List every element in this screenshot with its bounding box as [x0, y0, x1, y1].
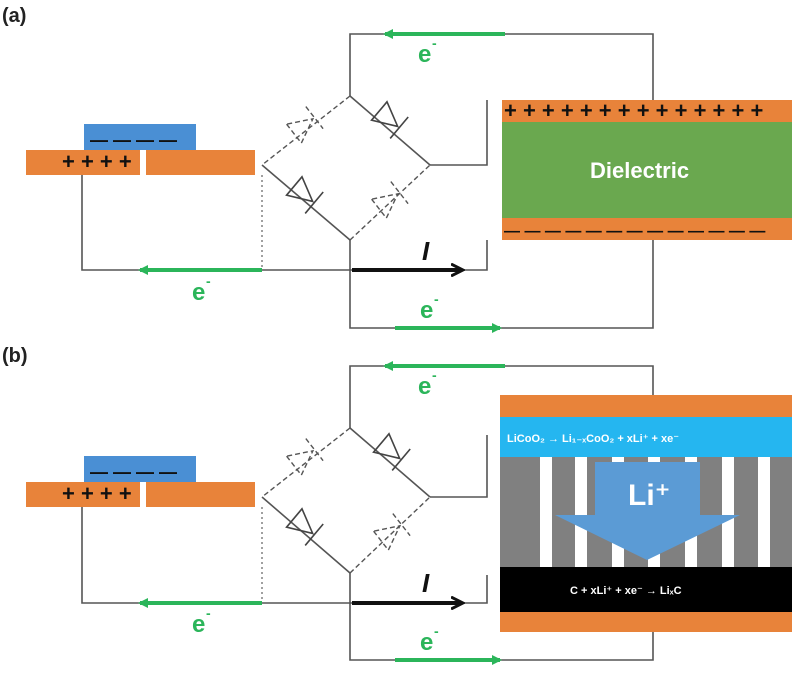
bridge-edge-dashed: [261, 427, 351, 498]
panel-a: (a) — — — — + + + +: [2, 5, 792, 333]
negative-charges: — — — —: [90, 130, 177, 150]
cathode-layer: [500, 417, 792, 457]
panel-b: (b) — — — — + + + +: [2, 345, 792, 665]
electrode-left: [26, 482, 140, 507]
capacitor-plate-top: [502, 100, 792, 122]
dashed-diode-icon: [285, 438, 324, 477]
positive-charges: + + + +: [62, 149, 132, 174]
dielectric-label: Dielectric: [590, 158, 689, 183]
capacitor-plate-bottom: [502, 218, 792, 240]
electron-label: e: [420, 629, 433, 656]
diode-icon: [372, 432, 411, 471]
ion-label: Li⁺: [628, 479, 671, 512]
electrode-left: [26, 150, 140, 175]
pore: [722, 457, 734, 567]
negative-charges: — — — —: [90, 462, 177, 482]
pore: [540, 457, 552, 567]
positive-charges: + + + +: [62, 481, 132, 506]
dielectric-layer: [502, 122, 792, 218]
bridge-edge-dashed: [261, 95, 351, 166]
wire-bottom-right: [264, 240, 488, 271]
electron-label: e: [418, 373, 431, 400]
current-label: I: [422, 568, 430, 598]
triboelectric-layer: [84, 124, 196, 150]
electron-charge: -: [206, 273, 211, 289]
bridge-edge-dashed: [349, 164, 431, 241]
diode-icon: [370, 100, 409, 139]
diode-icon: [285, 175, 324, 214]
bridge-rectifier: [261, 95, 431, 241]
bridge-edge: [261, 164, 351, 241]
current-label: I: [422, 236, 430, 266]
electron-charge: -: [206, 605, 211, 621]
electron-charge: -: [434, 291, 439, 307]
bridge-rectifier: [261, 427, 431, 574]
pore: [575, 457, 587, 567]
electron-charge: -: [432, 35, 437, 51]
dashed-diode-icon: [370, 181, 409, 220]
anode-current-collector: [500, 612, 792, 632]
cathode-current-collector: [500, 395, 792, 417]
capacitor-positive: + + + + + + + + + + + + + +: [504, 98, 763, 123]
wire-top-loop: [349, 33, 654, 100]
electron-label: e: [192, 279, 205, 306]
bridge-edge: [349, 95, 431, 166]
capacitor-negative: — — — — — — — — — — — — —: [504, 223, 765, 240]
wire-bottom-left: [81, 507, 264, 604]
wire-right-connect: [430, 435, 488, 498]
bridge-edge: [261, 496, 351, 574]
wire-bottom-left: [81, 175, 264, 271]
electrode-right: [146, 482, 255, 507]
electron-charge: -: [434, 623, 439, 639]
wire-bottom-loop: [349, 240, 654, 329]
wire-right-connect: [430, 100, 488, 166]
anode-layer: [500, 567, 792, 612]
electron-label: e: [420, 297, 433, 324]
diode-icon: [285, 507, 324, 546]
electron-label: e: [192, 611, 205, 638]
ion-flow-arrow: [555, 462, 740, 560]
electron-charge: -: [432, 367, 437, 383]
electrode-right: [146, 150, 255, 175]
battery-cell: LiCoO₂ → Li₁₋ₓCoO₂ + xLi⁺ + xe⁻ Li⁺ C + …: [500, 395, 792, 632]
triboelectric-layer: [84, 456, 196, 482]
panel-a-label: (a): [2, 5, 26, 27]
bridge-edge-dashed: [349, 496, 431, 574]
pore: [758, 457, 770, 567]
dashed-diode-icon: [372, 513, 411, 552]
anode-reaction: C + xLi⁺ + xe⁻ → LiₓC: [570, 585, 682, 597]
bridge-edge: [349, 427, 431, 498]
dashed-diode-icon: [285, 106, 324, 145]
wire-bottom-right: [264, 575, 488, 604]
panel-b-label: (b): [2, 345, 28, 367]
electron-label: e: [418, 41, 431, 68]
cathode-reaction: LiCoO₂ → Li₁₋ₓCoO₂ + xLi⁺ + xe⁻: [507, 433, 679, 445]
